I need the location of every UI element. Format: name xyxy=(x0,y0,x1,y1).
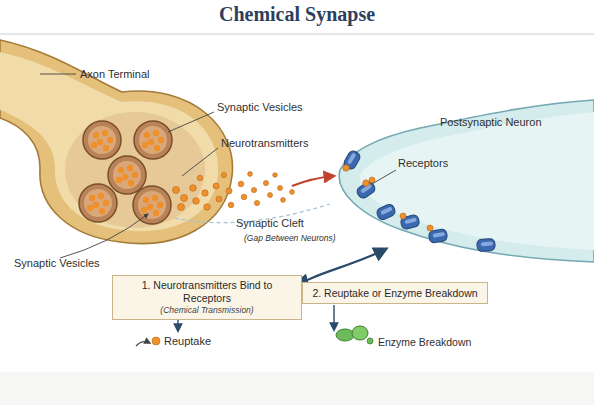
postsynaptic-neuron xyxy=(339,100,594,262)
leader-lines xyxy=(40,74,396,258)
part-label: Synaptic Vesicles xyxy=(14,257,100,270)
neurotransmitter-dots xyxy=(173,172,295,211)
down-arrow xyxy=(333,305,334,330)
part-label: Axon Terminal xyxy=(80,68,150,81)
process-box: 1. Neurotransmitters Bind to Receptors(C… xyxy=(112,275,302,320)
footer-band xyxy=(0,372,594,405)
box-note: (Chemical Transmission) xyxy=(160,305,253,316)
process-label: Reuptake xyxy=(164,335,211,348)
title-rule xyxy=(0,34,594,35)
enzyme-symbol xyxy=(336,326,373,344)
receptors xyxy=(342,149,495,252)
process-label: Enzyme Breakdown xyxy=(378,336,471,349)
bound-neurotransmitters xyxy=(343,165,433,231)
part-label: Receptors xyxy=(398,157,448,170)
reuptake-symbol xyxy=(136,337,160,346)
down-arrow xyxy=(177,320,178,331)
part-note: (Gap Between Neurons) xyxy=(244,232,336,245)
axon-terminal xyxy=(0,40,233,244)
box-heading: 2. Reuptake or Enzyme Breakdown xyxy=(312,287,477,300)
synaptic-vesicles xyxy=(79,121,172,224)
process-arrow xyxy=(296,249,386,284)
part-label: Synaptic Cleft xyxy=(236,217,304,230)
part-label: Neurotransmitters xyxy=(221,137,308,150)
process-box: 2. Reuptake or Enzyme Breakdown xyxy=(302,282,488,304)
release-arrow xyxy=(292,176,334,186)
part-label: Synaptic Vesicles xyxy=(217,101,303,114)
part-label: Postsynaptic Neuron xyxy=(440,116,542,129)
box-heading: 1. Neurotransmitters Bind to Receptors xyxy=(119,279,295,305)
diagram-title: Chemical Synapse xyxy=(0,3,594,26)
